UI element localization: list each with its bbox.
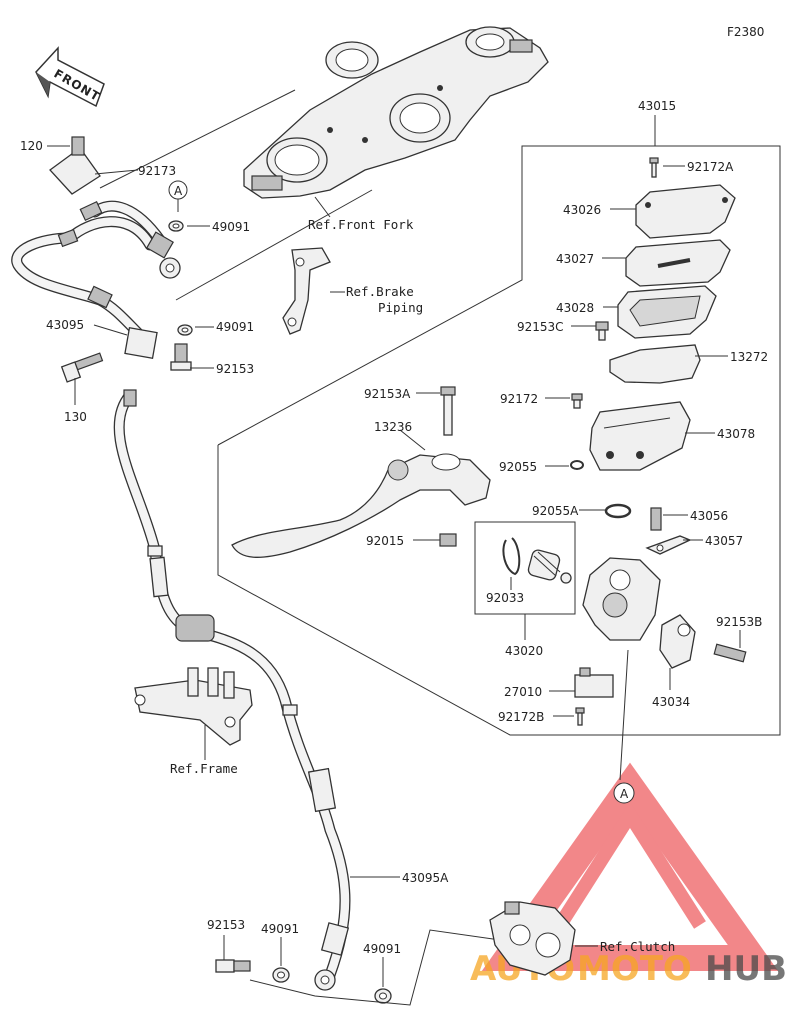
part-labels: 120 92173 49091 43095 49091 92153 130 43… <box>20 99 768 956</box>
gasket-13272 <box>609 344 701 384</box>
label-43028: 43028 <box>556 301 594 315</box>
frame-bracket <box>134 667 253 746</box>
ref-front-fork: Ref.Front Fork <box>308 217 414 232</box>
callout-a-lower <box>613 782 635 804</box>
label-130: 130 <box>64 410 87 424</box>
screw-92172A <box>649 157 659 178</box>
ref-brake-line2: Piping <box>378 300 423 315</box>
label-92153: 92153 <box>216 362 254 376</box>
switch-27010 <box>574 667 614 698</box>
clutch-release-cylinder <box>489 901 576 976</box>
label-92172B: 92172B <box>498 710 544 724</box>
label-13236: 13236 <box>374 420 412 434</box>
label-43057: 43057 <box>705 534 743 548</box>
label-92055: 92055 <box>499 460 537 474</box>
label-92173: 92173 <box>138 164 176 178</box>
ref-clutch: Ref.Clutch <box>600 939 675 954</box>
oring-92055 <box>570 460 584 470</box>
screw-92153C <box>595 321 609 341</box>
label-92153A: 92153A <box>364 387 411 401</box>
label-49091-a: 49091 <box>212 220 250 234</box>
circlip-92033 <box>502 537 521 576</box>
assembly-frame <box>217 145 781 736</box>
bolt-130 <box>60 352 104 383</box>
label-92055A: 92055A <box>532 504 579 518</box>
label-43078: 43078 <box>717 427 755 441</box>
plate-43027 <box>625 239 731 287</box>
label-92153C: 92153C <box>517 320 564 334</box>
screw-92172B <box>575 707 585 726</box>
clamp-43034 <box>659 614 696 669</box>
long-hose-43095A <box>113 389 351 991</box>
label-43015: 43015 <box>638 99 676 113</box>
pivot-bolt-92153A <box>440 386 456 436</box>
brake-piping-bracket <box>282 247 331 335</box>
label-92172: 92172 <box>500 392 538 406</box>
reservoir-cap-43026 <box>635 184 736 239</box>
label-43095: 43095 <box>46 318 84 332</box>
screw-92172 <box>571 393 583 409</box>
upper-triple-clamp <box>243 26 549 199</box>
label-43034: 43034 <box>652 695 690 709</box>
label-92172A: 92172A <box>687 160 734 174</box>
label-120: 120 <box>20 139 43 153</box>
oring-92055A <box>604 503 632 519</box>
callout-a-lower-letter: A <box>620 787 629 801</box>
bolt-92153 <box>174 343 188 365</box>
hose-upper-left <box>11 136 181 341</box>
label-13272: 13272 <box>730 350 768 364</box>
leader-lines <box>47 145 741 987</box>
label-92153-bottom: 92153 <box>207 918 245 932</box>
label-49091-d: 49091 <box>363 942 401 956</box>
label-49091-c: 49091 <box>261 922 299 936</box>
watermark-logo <box>481 762 779 971</box>
callout-a-top-letter: A <box>174 184 183 198</box>
watermark-hub: HUB <box>705 949 787 989</box>
ref-frame: Ref.Frame <box>170 761 238 776</box>
front-arrow: FRONT <box>35 46 105 108</box>
bottom-bolt-92153 <box>215 959 251 973</box>
joint-block <box>124 327 158 359</box>
ref-brake-line1: Ref.Brake <box>346 284 414 299</box>
label-92033: 92033 <box>486 591 524 605</box>
label-92015: 92015 <box>366 534 404 548</box>
bolt-92153B <box>713 643 747 663</box>
label-43027: 43027 <box>556 252 594 266</box>
label-43020: 43020 <box>505 644 543 658</box>
piston-43020 <box>527 549 572 584</box>
label-92153B: 92153B <box>716 615 762 629</box>
reservoir-43078 <box>589 401 691 471</box>
label-43026: 43026 <box>563 203 601 217</box>
label-49091-b: 49091 <box>216 320 254 334</box>
lever-13236 <box>231 453 491 558</box>
master-cylinder-body <box>582 557 661 641</box>
label-27010: 27010 <box>504 685 542 699</box>
hose-grommet <box>175 614 215 642</box>
diagram-code: F2380 <box>727 25 764 39</box>
nut-92015 <box>439 533 457 547</box>
bleeder-43056 <box>650 507 662 531</box>
bracket-43057 <box>645 535 692 555</box>
label-43095A: 43095A <box>402 871 449 885</box>
label-43056: 43056 <box>690 509 728 523</box>
diaphragm-43028 <box>617 285 717 339</box>
watermark-moto: MOTO <box>577 949 692 989</box>
